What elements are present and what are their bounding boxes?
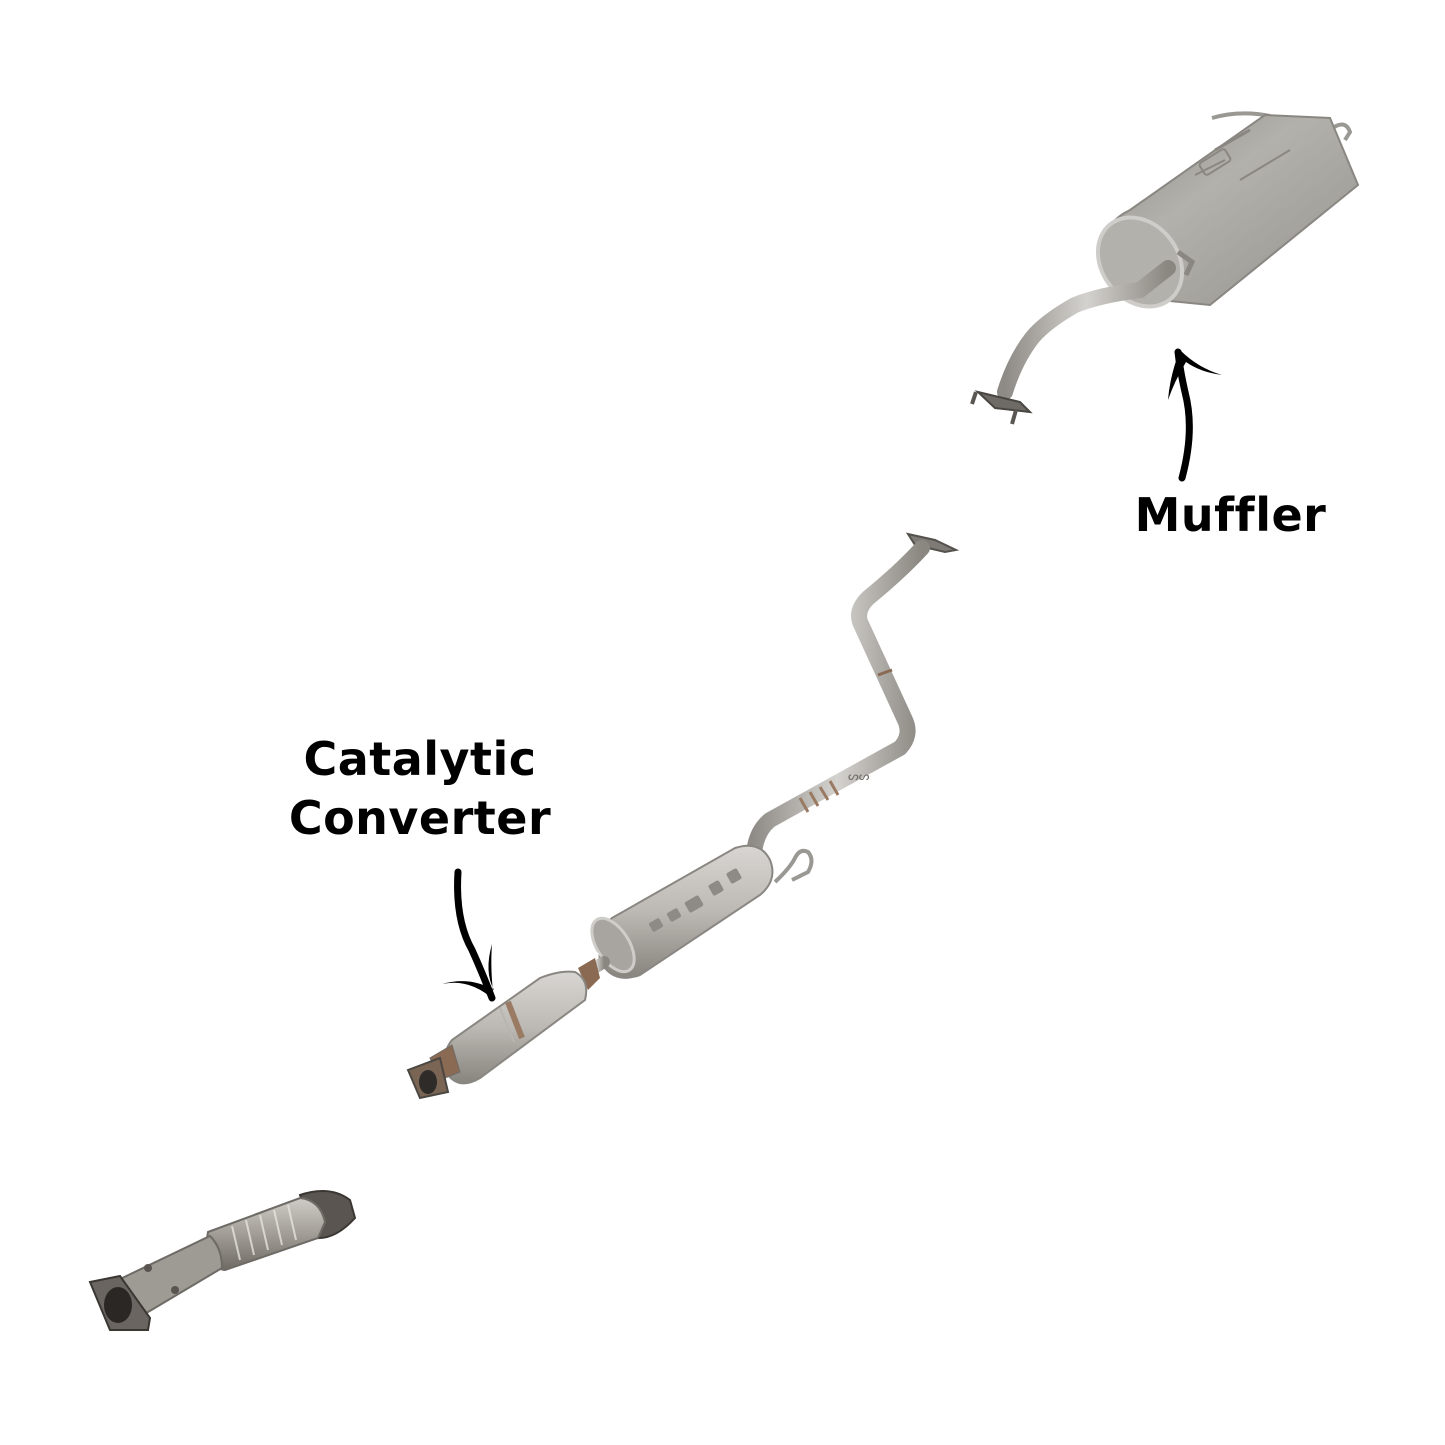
resonator-pipe-component: ᔕᔕ bbox=[582, 532, 960, 979]
muffler-label: Muffler bbox=[1118, 486, 1343, 545]
catalytic-converter-component bbox=[406, 958, 600, 1100]
catalytic-converter-label: Catalytic Converter bbox=[262, 730, 578, 848]
front-pipe-component bbox=[88, 1190, 357, 1331]
muffler-arrow-icon bbox=[1168, 348, 1222, 482]
catalytic-converter-arrow-icon bbox=[442, 868, 496, 1002]
muffler-component bbox=[970, 111, 1360, 425]
svg-text:ᔕᔕ: ᔕᔕ bbox=[848, 769, 870, 783]
muffler-label-text: Muffler bbox=[1134, 488, 1327, 542]
catalytic-converter-label-line1: Catalytic bbox=[303, 732, 537, 786]
catalytic-converter-label-line2: Converter bbox=[288, 790, 552, 845]
